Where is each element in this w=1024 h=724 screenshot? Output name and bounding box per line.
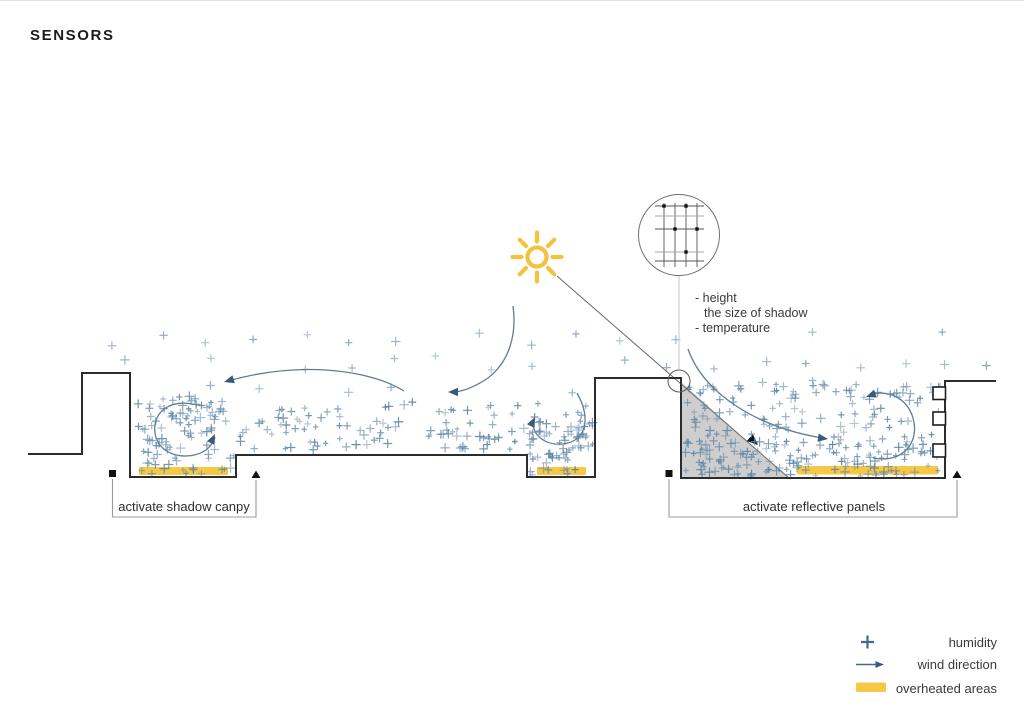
wind-arrowhead [817, 433, 828, 442]
wind-arrowhead [866, 389, 877, 398]
wind-arrow-right-loop [869, 392, 916, 460]
wind-arrowhead [224, 375, 235, 384]
sensor-annotation: - height the size of shadow - temperatur… [695, 291, 808, 336]
wind-arrow-mid-pit-loop [532, 392, 586, 445]
legend-plus-icon [861, 635, 874, 649]
wind-arrows [154, 305, 916, 460]
bracket-reflective-panels [668, 479, 958, 518]
label-activate-reflective-panels: activate reflective panels [742, 499, 886, 514]
overheated-bars [139, 466, 938, 475]
wind-arrow-right-sweep [687, 348, 823, 439]
annotation-line-shadow-size: the size of shadow [704, 306, 808, 320]
bracket-arrow-marker [952, 470, 962, 478]
sensor-grid-icon [655, 203, 704, 267]
legend-label-humidity: humidity [948, 635, 997, 650]
legend-bar-icon [856, 682, 886, 692]
annotation-line-height: - height [695, 291, 737, 305]
wind-arrowhead [526, 417, 535, 428]
bracket-shadow-canopy [111, 479, 257, 518]
wind-arrow-left-pit-loop [154, 402, 216, 457]
sun-icon [510, 230, 564, 284]
sensor-detail-circle [638, 194, 720, 276]
bracket-square-marker [665, 470, 673, 477]
sensor-location-circle [667, 369, 691, 393]
humidity-field [107, 327, 991, 480]
wind-arrowhead [448, 387, 458, 397]
page-title: SENSORS [30, 27, 115, 44]
page-top-border [0, 0, 1024, 1]
section-profile-line [28, 372, 996, 479]
reflective-panel [932, 411, 947, 426]
annotation-line-temperature: - temperature [695, 321, 771, 335]
reflective-panel [932, 386, 947, 401]
sensor-node-dots [662, 204, 699, 254]
legend-label-overheated-areas: overheated areas [895, 681, 997, 696]
wind-arrowheads [206, 375, 877, 445]
legend-label-wind-direction: wind direction [917, 657, 998, 672]
wind-arrow-center [451, 305, 515, 393]
bracket-square-marker [109, 470, 116, 477]
reflective-panels [932, 386, 947, 458]
label-activate-shadow-canopy: activate shadow canpy [118, 499, 250, 514]
bracket-arrow-marker [251, 470, 261, 478]
legend-arrowhead-icon [875, 661, 884, 668]
wind-arrow-upper-left [227, 368, 405, 392]
reflective-panel [932, 443, 947, 458]
wind-arrowhead [206, 434, 215, 445]
legend-symbols [856, 635, 886, 692]
